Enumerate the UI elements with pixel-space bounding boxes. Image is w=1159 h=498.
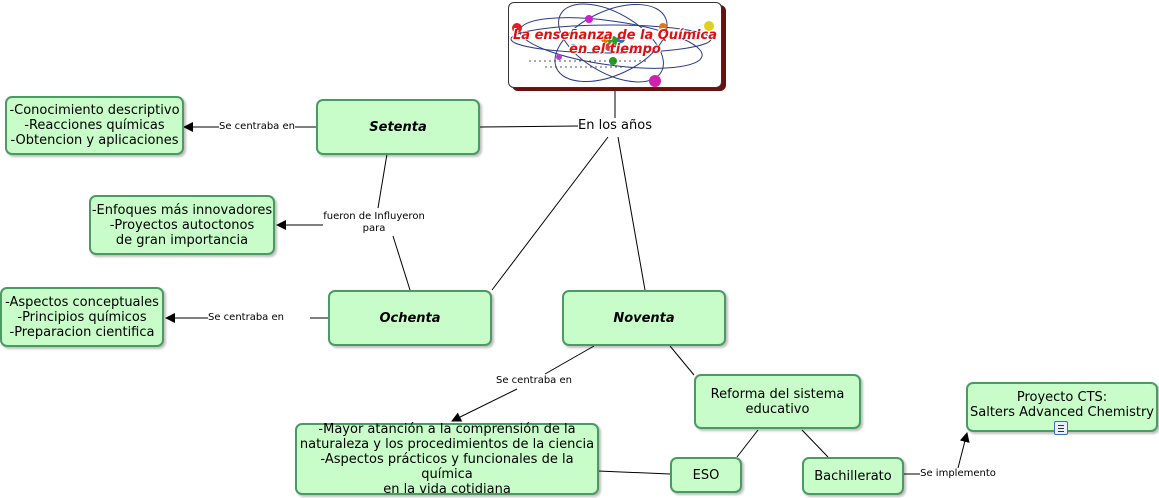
link-label-ochenta-centraba: Se centraba en <box>208 312 284 324</box>
line-reforma-eso <box>736 429 759 458</box>
node-noventa[interactable]: Noventa <box>562 290 726 346</box>
line-noventa-label <box>544 345 595 375</box>
link-label-implemento: Se implemento <box>920 468 996 480</box>
title-box: La enseñanza de la Química en el tiempo <box>508 2 722 88</box>
arrow-noventa-content <box>451 388 518 422</box>
node-setenta[interactable]: Setenta <box>316 99 480 155</box>
node-reforma[interactable]: Reforma del sistema educativo <box>694 374 861 429</box>
atom-illustration <box>510 3 714 87</box>
link-label-setenta-centraba: Se centraba en <box>219 121 295 133</box>
line-reforma-bachillerato <box>801 429 829 458</box>
hub-label: En los años <box>578 118 652 135</box>
map-title: La enseñanza de la Química en el tiempo <box>512 28 717 57</box>
node-ochenta-content[interactable]: -Aspectos conceptuales -Principios quími… <box>0 287 164 347</box>
node-bachillerato[interactable]: Bachillerato <box>802 457 904 495</box>
line-fueron-ochenta <box>392 235 411 291</box>
line-hub-ochenta <box>491 136 609 291</box>
node-innovadores[interactable]: -Enfoques más innovadores -Proyectos aut… <box>89 195 275 255</box>
node-setenta-content[interactable]: -Conocimiento descriptivo -Reacciones qu… <box>5 96 184 155</box>
line-eso-content <box>597 470 671 475</box>
line-setenta-fueron <box>377 153 388 209</box>
link-label-noventa-centraba: Se centraba en <box>496 375 572 387</box>
link-label-fueron: fueron de Influyeron para <box>323 211 425 235</box>
line-hub-noventa <box>617 136 646 291</box>
line-noventa-reforma <box>669 345 695 376</box>
node-eso[interactable]: ESO <box>670 457 742 493</box>
node-ochenta[interactable]: Ochenta <box>328 290 492 346</box>
document-icon[interactable] <box>1054 421 1068 435</box>
node-noventa-content[interactable]: -Mayor atanción a la comprensión de la n… <box>295 422 599 497</box>
line-hub-setenta <box>479 125 579 128</box>
arrow-implemento-cts <box>957 432 970 469</box>
